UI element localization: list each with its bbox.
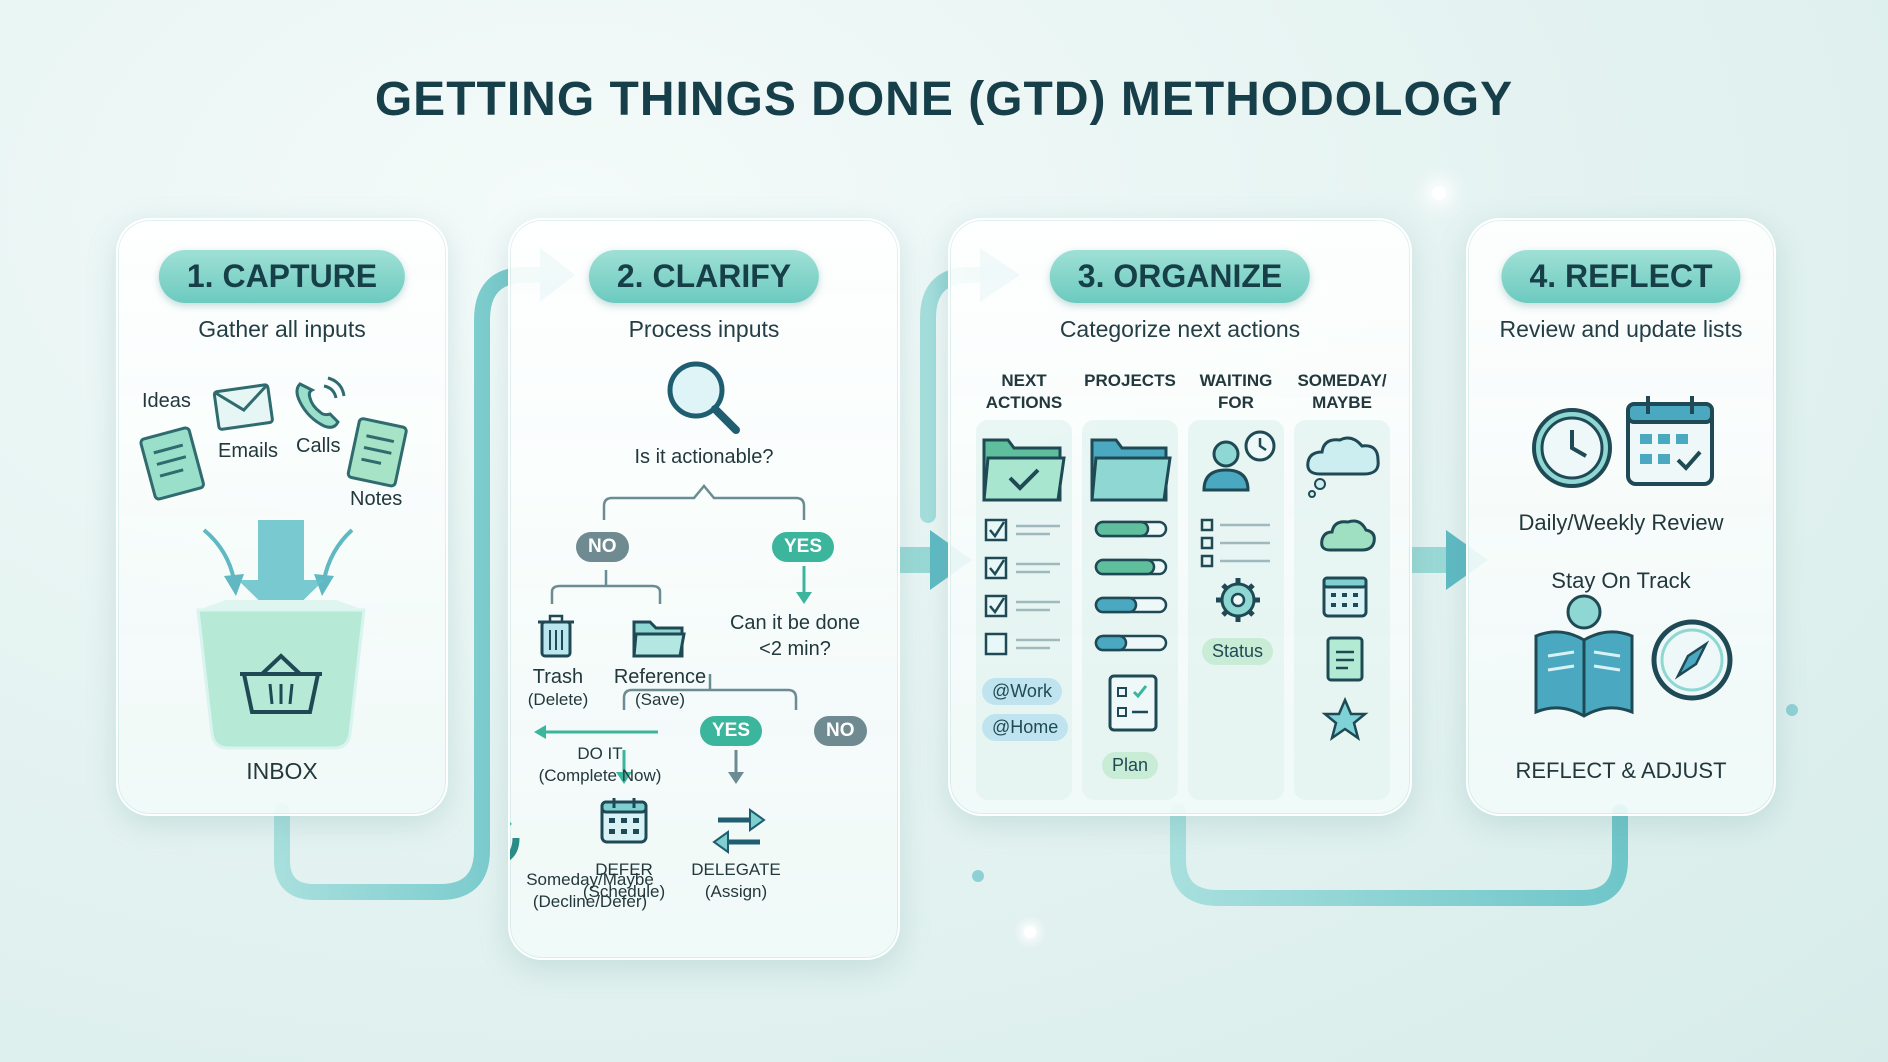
projects-header: PROJECTS: [1084, 371, 1176, 390]
project-progress-bars: [1094, 520, 1168, 652]
reflect-graphics: [1532, 396, 1733, 718]
notes-label: Notes: [350, 488, 403, 510]
delegate-label: DELEGATE: [691, 860, 781, 879]
gear-icon: [1216, 578, 1260, 622]
mini-calendar-icon: [1322, 576, 1368, 618]
clock-icon: [1532, 408, 1612, 488]
small-cloud-icon: [1320, 519, 1376, 552]
capture-step-label: 1. CAPTURE: [158, 250, 406, 303]
organize-graphics: [982, 430, 1380, 741]
notes-icon: [346, 417, 408, 488]
capture-card: 1. CAPTURE Gather all inputs Ideas Email…: [116, 218, 448, 816]
work-context-tag: @Work: [982, 678, 1062, 705]
reader-icon: [1534, 594, 1634, 718]
ideas-label: Ideas: [142, 390, 191, 412]
decorative-dot: [1786, 704, 1798, 716]
waiting-list: [1200, 518, 1270, 568]
status-tag: Status: [1202, 638, 1274, 665]
two-minute-question-line1: Can it be done: [729, 612, 861, 634]
envelope-icon: [212, 383, 274, 431]
someday-sublabel: (Decline/Defer): [532, 892, 648, 911]
basket-icon: [240, 653, 322, 714]
person-clock-icon: [1202, 430, 1276, 492]
organize-card: 3. ORGANIZE Categorize next actions NEXT…: [948, 218, 1412, 816]
stay-on-track-label: Stay On Track: [1551, 568, 1691, 593]
decorative-dot: [972, 870, 984, 882]
plan-tag: Plan: [1102, 752, 1159, 779]
decorative-glow: [1024, 926, 1036, 938]
checklist: [984, 518, 1060, 656]
calendar-check-icon: [1626, 396, 1714, 486]
clarify-subtitle: Process inputs: [628, 316, 780, 342]
do-it-sublabel: (Complete Now): [538, 766, 662, 785]
project-folder-icon: [1090, 438, 1172, 502]
capture-icons: [139, 376, 408, 750]
inbox-label: INBOX: [246, 758, 318, 784]
page-title: GETTING THINGS DONE (GTD) METHODOLOGY: [374, 73, 1514, 126]
reference-sublabel: (Save): [634, 690, 686, 709]
delegate-icon: [712, 808, 766, 854]
reflect-step-label: 4. REFLECT: [1501, 250, 1741, 303]
review-label: Daily/Weekly Review: [1518, 510, 1724, 535]
yes-badge-2: YES: [700, 716, 763, 746]
do-it-label: DO IT: [577, 744, 623, 763]
no-badge-2: NO: [814, 716, 867, 746]
actionable-question: Is it actionable?: [634, 446, 774, 468]
delegate-sublabel: (Assign): [704, 882, 768, 901]
someday-label: Someday/Maybe: [526, 870, 654, 889]
inbox-tray-icon: [196, 600, 366, 750]
home-context-tag: @Home: [982, 714, 1069, 741]
reflect-adjust-label: REFLECT & ADJUST: [1515, 758, 1727, 783]
folder-icon: [632, 620, 686, 658]
trash-icon: [538, 614, 574, 658]
trash-label: Trash: [532, 666, 584, 688]
calls-label: Calls: [296, 435, 341, 457]
reflect-subtitle: Review and update lists: [1499, 316, 1743, 342]
clarify-card: 2. CLARIFY Process inputs: [508, 218, 900, 960]
mini-document-icon: [1326, 636, 1364, 682]
defer-sublabel: (Schedule): [582, 882, 666, 901]
phone-icon: [295, 376, 346, 429]
defer-label: DEFER: [595, 860, 653, 879]
clarify-graphics: [510, 361, 812, 860]
calendar-icon: [600, 798, 648, 844]
clarify-step-label: 2. CLARIFY: [588, 250, 820, 303]
two-minute-question-line2: <2 min?: [759, 638, 831, 660]
decorative-glow: [1432, 186, 1446, 200]
trash-sublabel: (Delete): [527, 690, 589, 709]
magnifier-icon: [667, 361, 740, 434]
organize-subtitle: Categorize next actions: [1059, 316, 1301, 342]
reflect-card: 4. REFLECT Review and update lists: [1466, 218, 1776, 816]
document-icon: [139, 426, 205, 501]
star-icon: [1321, 696, 1369, 741]
someday-maybe-header: SOMEDAY/MAYBE: [1297, 371, 1387, 412]
no-badge: NO: [576, 532, 629, 562]
organize-step-label: 3. ORGANIZE: [1049, 250, 1311, 303]
reference-label: Reference: [613, 666, 707, 688]
yes-badge: YES: [772, 532, 835, 562]
compass-icon: [1651, 619, 1733, 701]
thought-cloud-icon: [1306, 436, 1380, 498]
plan-document-icon: [1108, 674, 1158, 732]
capture-subtitle: Gather all inputs: [198, 316, 366, 342]
folder-check-icon: [982, 438, 1066, 502]
recycle-icon: [510, 822, 520, 860]
emails-label: Emails: [218, 440, 279, 462]
